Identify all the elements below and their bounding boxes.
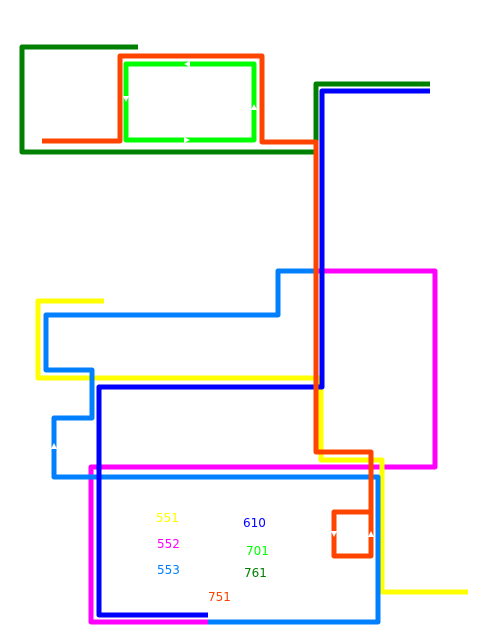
route-label-701: 701 xyxy=(246,544,269,558)
direction-arrow-icon xyxy=(51,443,57,449)
direction-arrow-icon xyxy=(251,104,257,110)
route-701-line xyxy=(123,61,257,143)
direction-arrow-icon xyxy=(123,96,129,102)
route-label-553: 553 xyxy=(157,563,180,577)
route-751-line xyxy=(42,53,374,559)
route-label-751: 751 xyxy=(208,590,231,604)
direction-arrow-icon xyxy=(184,137,190,143)
route-label-610: 610 xyxy=(243,516,266,530)
route-551-line xyxy=(35,298,468,595)
route-legend: 551 552 553 610 701 761 751 xyxy=(156,511,269,604)
route-label-552: 552 xyxy=(157,537,180,551)
direction-arrow-icon xyxy=(184,61,190,67)
direction-arrow-icon xyxy=(368,531,374,537)
direction-arrow-icon xyxy=(89,448,95,454)
route-label-761: 761 xyxy=(244,566,267,580)
direction-arrow-icon xyxy=(331,531,337,537)
route-761-line xyxy=(19,44,430,155)
route-610-line xyxy=(96,88,430,618)
route-553-line xyxy=(43,268,381,625)
route-label-551: 551 xyxy=(156,511,179,525)
route-552-line xyxy=(88,268,438,625)
